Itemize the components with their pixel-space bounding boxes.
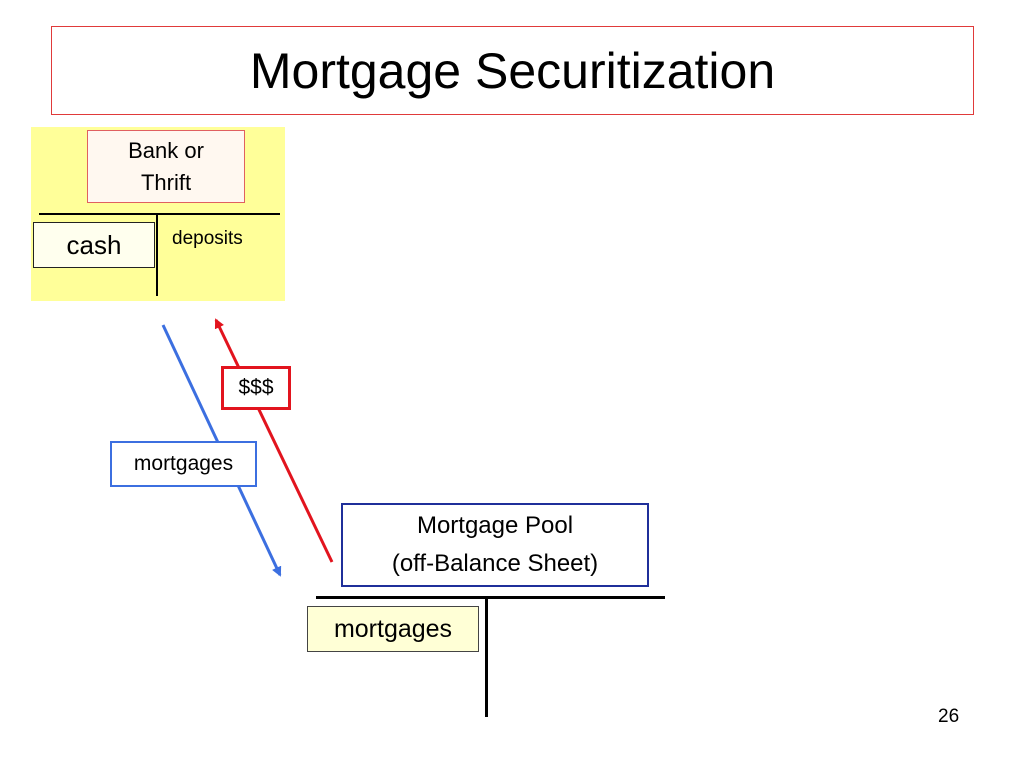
pool-t-account-vertical-line [485, 597, 488, 717]
cash-flow-label: $$$ [238, 376, 274, 399]
pool-name-line2: (off-Balance Sheet) [391, 550, 599, 577]
bank-name-line2: Thrift [140, 169, 192, 195]
mortgages-flow-label-box: mortgages [110, 441, 257, 487]
pool-name-line1: Mortgage Pool [416, 512, 574, 539]
pool-t-account-horizontal-line [316, 596, 665, 599]
cash-flow-arrow [214, 318, 334, 563]
pool-mortgages-label: mortgages [333, 614, 453, 643]
mortgages-flow-label: mortgages [133, 452, 234, 475]
bank-cash-label: cash [66, 229, 122, 260]
slide-title: Mortgage Securitization [249, 42, 776, 99]
title-box: Mortgage Securitization [51, 26, 974, 115]
slide-number: 26 [938, 706, 960, 727]
bank-t-account-horizontal-line [39, 213, 280, 215]
bank-t-account-vertical-line [156, 214, 158, 296]
bank-deposits-label: deposits [172, 228, 243, 249]
cash-flow-label-box: $$$ [221, 366, 291, 410]
bank-cash-asset-box: cash [33, 222, 155, 268]
mortgage-pool-name-box: Mortgage Pool (off-Balance Sheet) [341, 503, 649, 587]
bank-name-box: Bank or Thrift [87, 130, 245, 203]
bank-name-line1: Bank or [128, 137, 204, 163]
pool-mortgages-asset-box: mortgages [307, 606, 479, 652]
